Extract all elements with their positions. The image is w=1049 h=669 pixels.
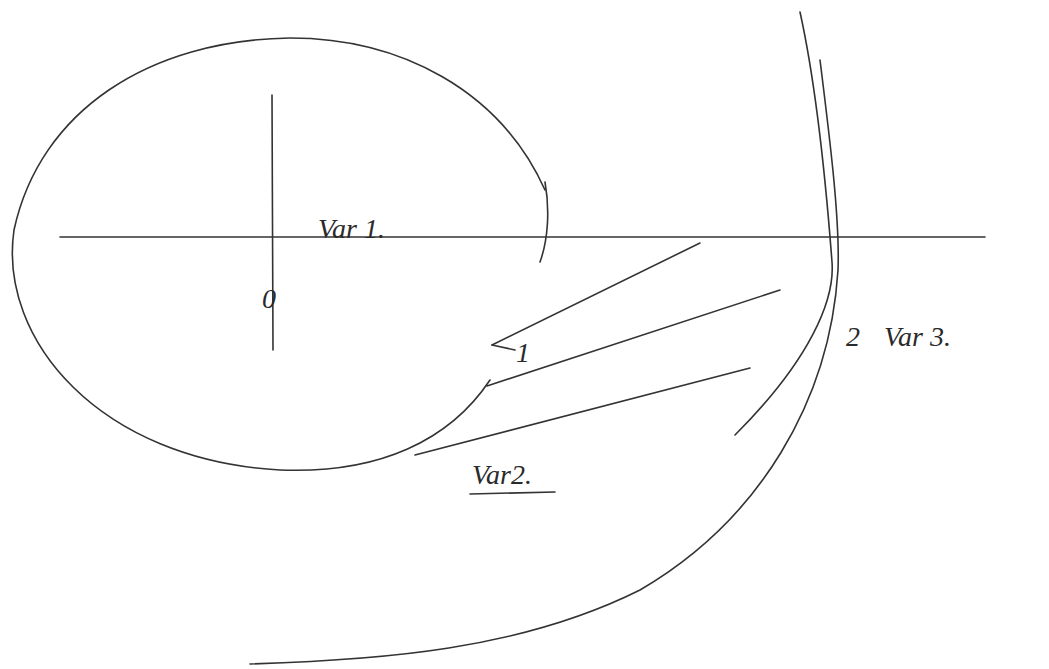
region-label: Var 1. (318, 214, 385, 245)
origin-number: 0 (262, 284, 276, 315)
callout-number: 1 (516, 338, 530, 369)
line (415, 368, 750, 455)
tick-mark (492, 345, 515, 350)
line (492, 243, 700, 345)
horizontal-axis (60, 236, 985, 238)
circle-edge-mark (540, 182, 548, 262)
callout-number: 2 (846, 322, 860, 353)
region-label: Var 3. (884, 322, 951, 353)
underline (470, 492, 555, 494)
region-label: Var2. (472, 460, 532, 491)
outer-curve (735, 12, 832, 435)
outer-curve (250, 60, 838, 664)
circle-outline (12, 38, 545, 470)
